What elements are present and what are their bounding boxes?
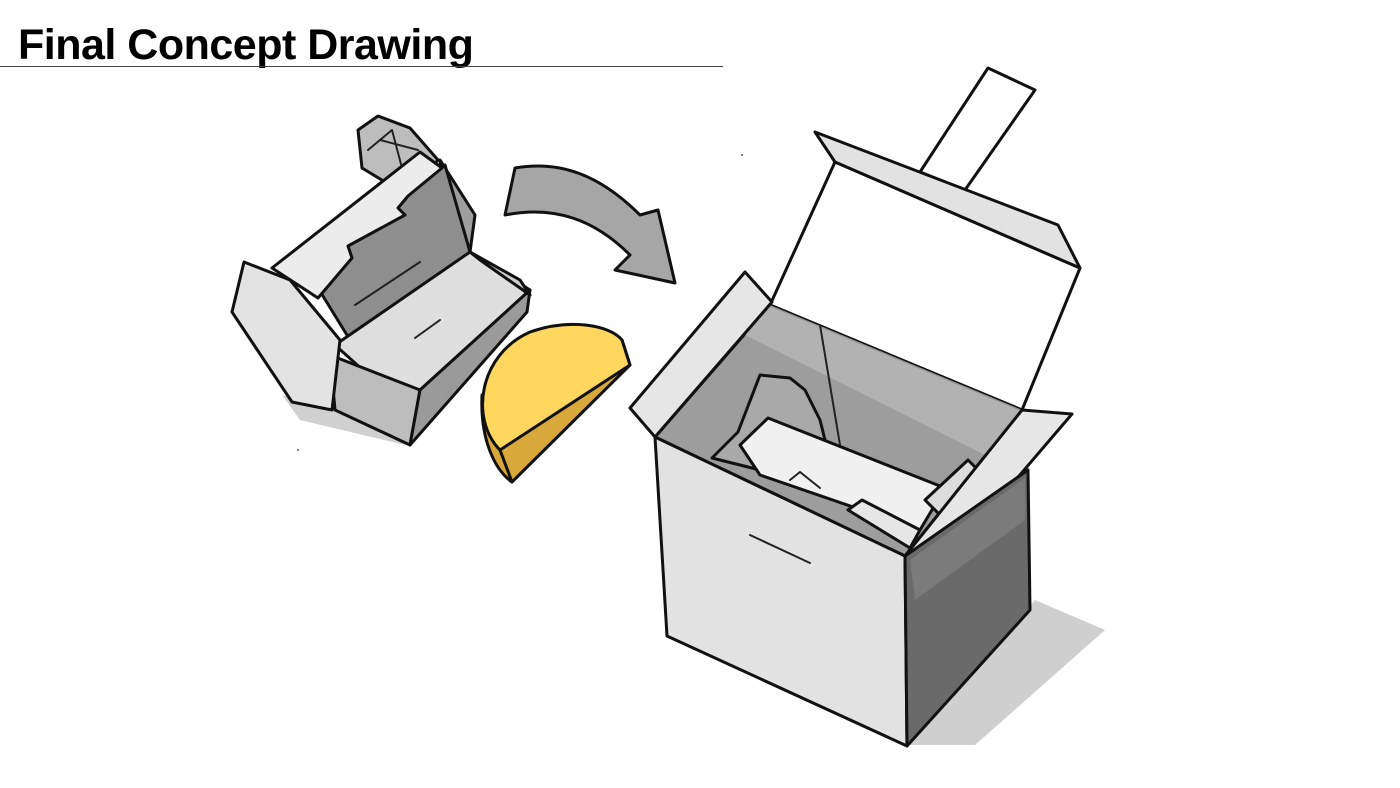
page-title: Final Concept Drawing [18,21,474,69]
title-underline [0,66,723,67]
speck [297,449,299,451]
speck [741,154,743,156]
folded-insert-illustration [230,114,532,447]
open-box-illustration [628,66,1105,748]
half-disc-product [480,322,632,484]
curved-arrow-icon [503,164,677,285]
